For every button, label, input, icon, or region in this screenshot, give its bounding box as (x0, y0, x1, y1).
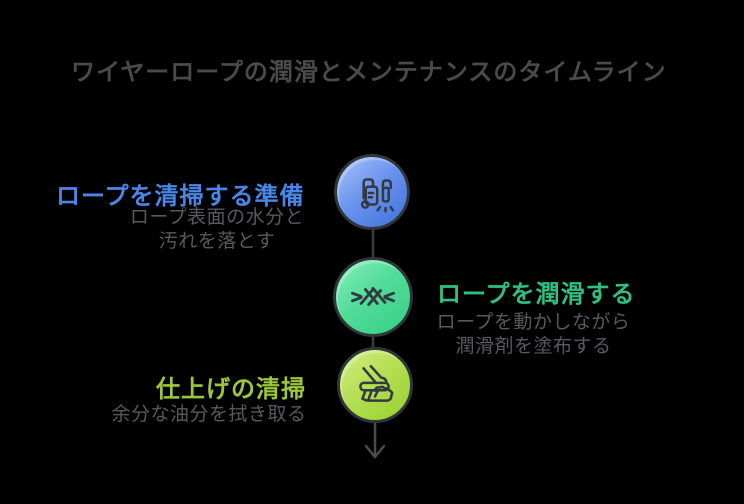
subtitle-line: 余分な油分を拭き取る (111, 404, 307, 425)
step3-icon-badge (337, 347, 413, 423)
pressure-washer-icon (360, 178, 395, 213)
subtitle-line: ロープを動かしながら (436, 312, 631, 333)
step1-title: ロープを清掃する準備 (56, 183, 305, 210)
step1-subtitle: ロープ表面の水分と 汚れを落とす (117, 206, 317, 254)
step1-icon-badge (334, 154, 410, 230)
twisted-rope-icon (351, 286, 395, 306)
step2-icon-badge (333, 257, 413, 337)
step3-subtitle: 余分な油分を拭き取る (107, 403, 311, 427)
step2-subtitle: ロープを動かしながら 潤滑剤を塗布する (433, 311, 634, 359)
step3-title: 仕上げの清掃 (156, 376, 306, 403)
cleaning-brush-icon (359, 365, 394, 402)
step2-title: ロープを潤滑する (437, 281, 636, 308)
page-title: ワイヤーロープの潤滑とメンテナンスのタイムライン (71, 59, 667, 86)
subtitle-line: 潤滑剤を塗布する (455, 336, 612, 357)
arrow-down-icon (364, 421, 386, 459)
subtitle-line: ロープ表面の水分と (129, 207, 305, 228)
subtitle-line: 汚れを落とす (158, 231, 276, 252)
